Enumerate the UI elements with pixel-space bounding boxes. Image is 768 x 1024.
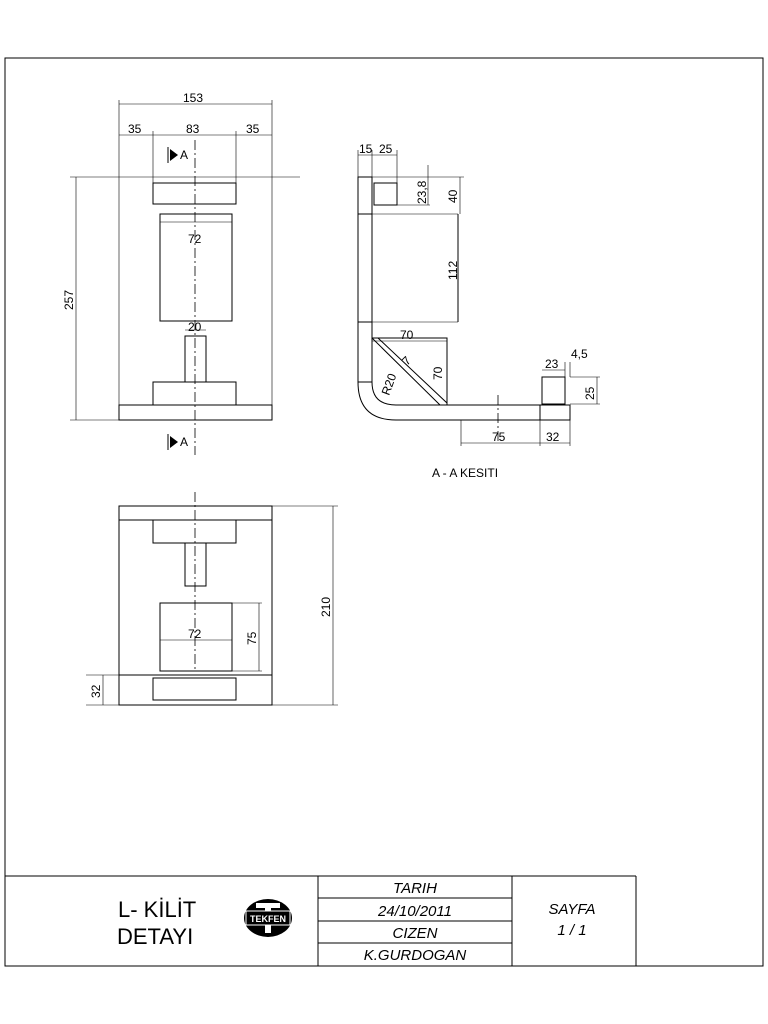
front-view: 72 75 210 32 (86, 492, 338, 706)
drawn-value: K.GURDOGAN (364, 947, 467, 964)
page-value: 1 / 1 (557, 922, 586, 939)
drawing-title-line1: L- KİLİT (118, 897, 196, 922)
section-marker-bottom: A (167, 434, 188, 450)
dim-7: 7 (399, 353, 414, 368)
dim-25: 25 (379, 142, 393, 156)
dim-15: 15 (359, 142, 373, 156)
drawing-title-line2: DETAYI (117, 924, 193, 949)
dim-side-right: 35 (246, 122, 260, 136)
date-label: TARIH (393, 880, 437, 897)
dim-front-block-width: 72 (188, 627, 202, 641)
svg-text:A: A (180, 435, 188, 449)
section-label: A - A KESITI (432, 466, 498, 480)
dim-overall-width: 153 (183, 91, 203, 105)
dim-32: 32 (546, 430, 560, 444)
dim-70-vertical: 70 (431, 366, 445, 380)
tekfen-logo: TEKFEN (244, 899, 292, 937)
dim-70-horizontal: 70 (400, 328, 414, 342)
section-view: 15 25 23,8 40 112 70 7 70 R20 23 4,5 25 … (357, 142, 600, 480)
dim-height: 257 (62, 290, 76, 310)
dim-front-base-height: 32 (89, 684, 103, 698)
top-view: 153 35 83 35 257 72 20 A (62, 91, 300, 455)
dim-front-block-height: 75 (245, 631, 259, 645)
dim-side-left: 35 (128, 122, 142, 136)
dim-middle: 83 (186, 122, 200, 136)
svg-text:TEKFEN: TEKFEN (250, 914, 286, 924)
drawn-label: CIZEN (393, 925, 438, 942)
dim-23: 23 (545, 357, 559, 371)
title-block: L- KİLİT DETAYI TEKFEN TARIH 24/10/2011 … (5, 875, 637, 966)
dim-4-5: 4,5 (571, 347, 588, 361)
date-value: 24/10/2011 (377, 903, 452, 920)
dim-front-height: 210 (319, 597, 333, 617)
dim-23-8: 23,8 (415, 180, 429, 204)
dim-40: 40 (446, 189, 460, 203)
page-label: SAYFA (549, 901, 596, 918)
dim-25-right: 25 (583, 386, 597, 400)
sheet-border (4, 57, 764, 967)
dim-radius: R20 (379, 371, 400, 397)
dim-112: 112 (446, 261, 460, 280)
svg-text:A: A (180, 148, 188, 162)
section-marker-top: A (167, 147, 188, 163)
dim-75: 75 (492, 430, 506, 444)
